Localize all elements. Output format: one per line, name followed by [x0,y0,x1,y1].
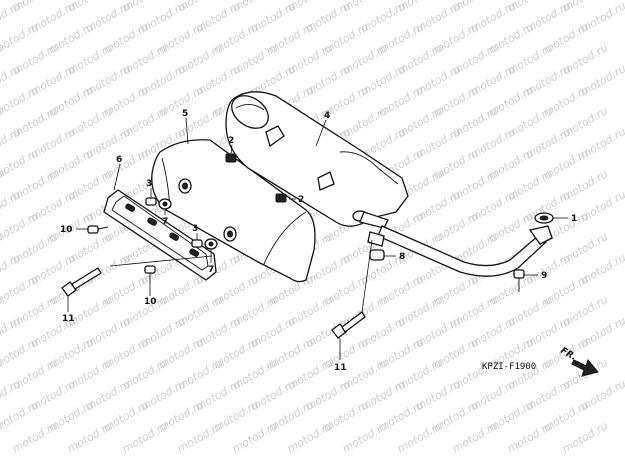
watermark-text: motod.ru [120,419,170,456]
bolt-part-9 [513,269,525,292]
callout-1: 1 [571,214,577,224]
callout-numbers: 1 2 2 3 3 4 5 6 7 7 8 9 10 10 11 11 [60,109,577,373]
muffler-part-4 [225,91,409,229]
watermark-text: motod.ru [505,419,555,456]
figure-code: KPZI-F1900 [482,362,536,372]
callout-11-right: 11 [334,363,347,373]
callout-3-lower: 3 [192,224,198,234]
watermark-text: motod.ru [65,419,115,456]
bracket-part-6 [103,189,217,281]
bolt-part-10-lower [144,265,156,284]
callout-6: 6 [116,155,122,165]
bolt-part-11-left [61,267,102,297]
leader-lines [67,117,568,360]
watermark-text: motod.ru [230,419,280,456]
callout-7-upper: 7 [162,217,168,227]
callout-7-lower: 7 [208,265,214,275]
callout-11-left: 11 [62,314,75,324]
callout-9: 9 [541,271,547,281]
watermark-text: motod.ru [10,419,60,456]
callout-10-lower: 10 [144,297,157,307]
rubber-part-8 [369,249,385,261]
heat-shield-part-5 [151,139,316,283]
watermark-text: motod.ru [450,419,500,456]
watermark-text: motod.ru [560,419,610,456]
callout-5: 5 [182,109,188,119]
callout-8: 8 [399,252,405,262]
exhaust-pipe [367,225,553,277]
watermark-text: motod.ru [395,419,445,456]
collar-part-3-lower [191,239,203,248]
bolt-part-11-right [331,311,366,339]
nut-part-2-upper [225,153,237,163]
callout-10-left: 10 [60,225,73,235]
callout-2-lower: 2 [298,195,304,205]
watermark-text: motod.ru [340,419,390,456]
nut-part-2-lower [275,193,287,203]
watermark-text: motod.ru [175,419,225,456]
callout-3-upper: 3 [146,179,152,189]
callout-2-upper: 2 [228,136,234,146]
watermark-text: motod.ru [285,419,335,456]
gasket-part-1 [534,212,554,224]
grommet-part-7-lower [204,238,218,250]
bolt-part-10-left [87,225,109,234]
callout-4: 4 [324,111,330,121]
collar-part-3-upper [145,197,157,206]
grommet-part-7-upper [158,198,172,210]
front-arrow-icon [571,358,599,377]
